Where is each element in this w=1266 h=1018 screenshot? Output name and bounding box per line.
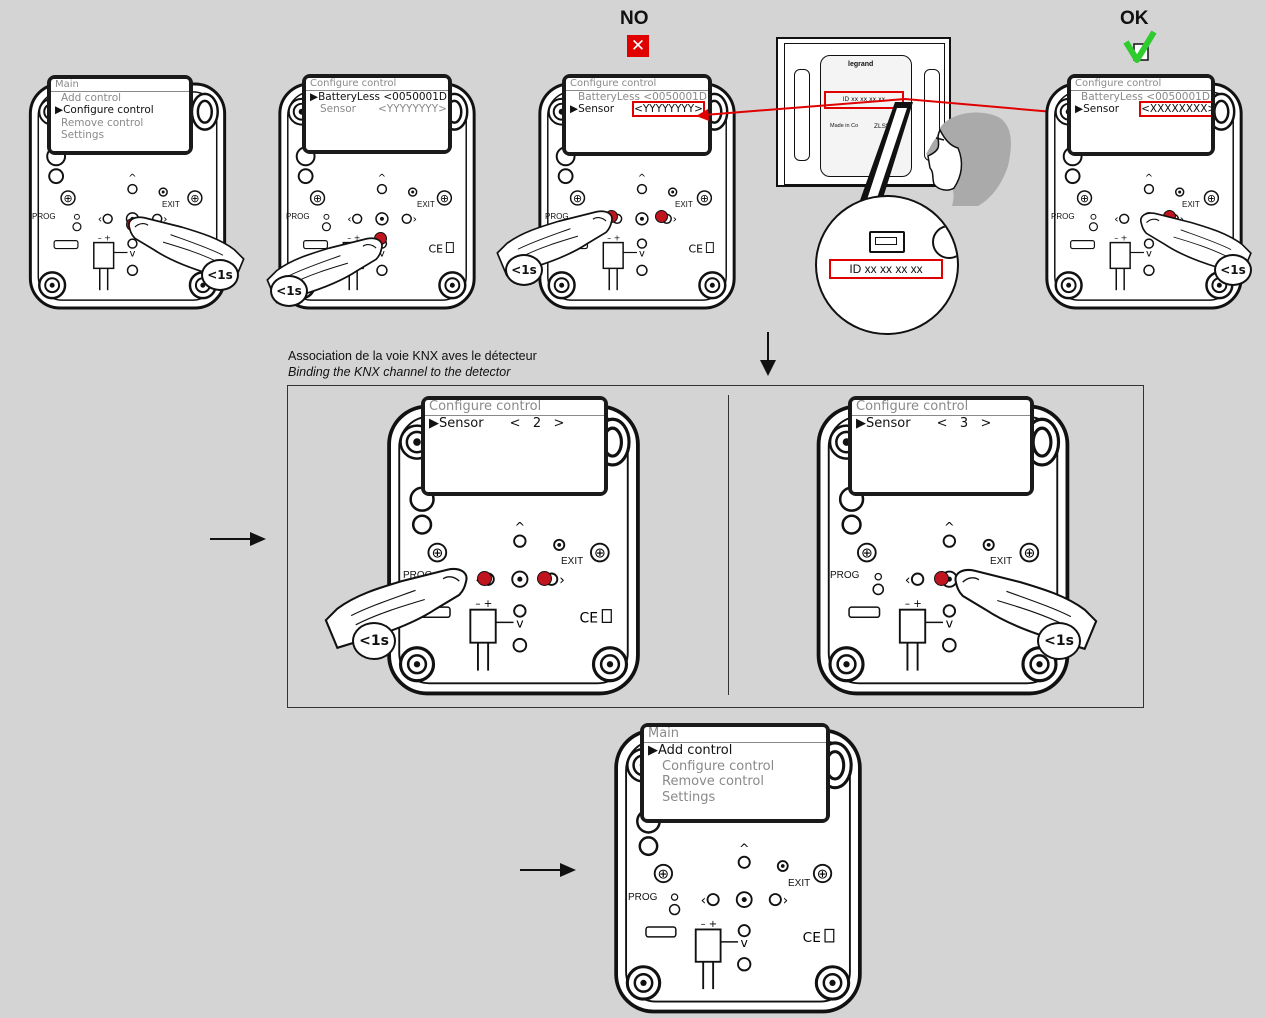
screen-line-batteryless: BatteryLess <0050001D>	[566, 91, 708, 104]
right-arrow-2	[520, 862, 576, 878]
menu-item: Remove control	[51, 117, 189, 130]
verdict-no-label: NO	[620, 8, 649, 30]
screen-title: Main	[51, 79, 189, 92]
menu-item: Remove control	[644, 774, 826, 790]
screen-title: Configure control	[425, 400, 604, 416]
menu-item: Settings	[51, 129, 189, 142]
sensor-channel-value: < 2 >	[510, 416, 565, 431]
press-time-badge-6: <1s	[1037, 622, 1081, 660]
screen-1: Main Add control ▶Configure control Remo…	[47, 75, 193, 155]
exit-label: EXIT	[788, 878, 810, 889]
exit-label: EXIT	[561, 556, 583, 567]
screen-4: Configure control BatteryLess <0050001D>…	[1067, 74, 1215, 156]
menu-item: Configure control	[644, 759, 826, 775]
screen-line-sensor: ▶Sensor<XXXXXXXX>	[1071, 103, 1211, 116]
prog-label: PROG	[32, 212, 56, 221]
zoom-id-label: ID xx xx xx xx	[829, 259, 943, 279]
section-divider	[728, 395, 729, 695]
screen-line-batteryless: BatteryLess <0050001D>	[1071, 91, 1211, 104]
menu-item-selected: ▶Configure control	[51, 104, 189, 117]
ok-check-icon	[1122, 30, 1158, 66]
screen-title: Configure control	[306, 78, 448, 91]
red-led	[477, 571, 492, 586]
menu-item: Add control	[51, 92, 189, 105]
screen-title: Configure control	[1071, 78, 1211, 91]
detector-brand: legrand	[848, 61, 873, 68]
caption-french: Association de la voie KNX aves le détec…	[288, 349, 537, 363]
sensor-channel-value: < 3 >	[937, 416, 992, 431]
screen-line-sensor: ▶Sensor< 3 >	[852, 416, 1030, 432]
press-time-badge-2: <1s	[270, 275, 308, 307]
exit-label: EXIT	[162, 200, 180, 209]
screen-6: Configure control ▶Sensor< 3 >	[848, 396, 1034, 496]
prog-label: PROG	[1051, 212, 1075, 221]
no-cross-icon: ✕	[627, 35, 649, 57]
exit-label: EXIT	[1182, 200, 1200, 209]
prog-label: PROG	[628, 892, 657, 903]
screen-line-batteryless: ▶BatteryLess <0050001D>	[306, 91, 448, 104]
finger-press-6	[946, 566, 1106, 658]
down-arrow	[758, 332, 778, 376]
screen-7: Main ▶Add control Configure control Remo…	[640, 723, 830, 823]
prog-label: PROG	[830, 570, 859, 581]
zoom-circle: ID xx xx xx xx	[815, 195, 959, 335]
press-time-badge-5: <1s	[352, 622, 396, 660]
press-time-badge-3: <1s	[505, 254, 543, 286]
red-led-right	[655, 210, 668, 223]
exit-label: EXIT	[675, 200, 693, 209]
exit-label: EXIT	[417, 200, 435, 209]
screen-2: Configure control ▶BatteryLess <0050001D…	[302, 74, 452, 154]
screen-line-sensor: ▶Sensor< 2 >	[425, 416, 604, 432]
sensor-id-correct: <XXXXXXXX>	[1141, 103, 1211, 115]
screen-5: Configure control ▶Sensor< 2 >	[421, 396, 608, 496]
press-time-badge-4: <1s	[1214, 254, 1252, 286]
red-led-right	[537, 571, 552, 586]
menu-item: Settings	[644, 790, 826, 806]
screen-line-sensor: ▶Sensor<YYYYYYYY>	[566, 103, 708, 116]
finger-press-5	[316, 565, 476, 657]
right-arrow-1	[210, 531, 266, 547]
screen-line-sensor: Sensor<YYYYYYYY>	[306, 103, 448, 116]
screen-title: Configure control	[566, 78, 708, 91]
verdict-ok-label: OK	[1120, 8, 1149, 30]
press-time-badge-1: <1s	[201, 259, 239, 291]
screen-title: Configure control	[852, 400, 1030, 416]
menu-item-selected: ▶Add control	[644, 743, 826, 759]
screen-title: Main	[644, 727, 826, 743]
caption-english: Binding the KNX channel to the detector	[288, 365, 510, 379]
prog-label: PROG	[286, 212, 310, 221]
